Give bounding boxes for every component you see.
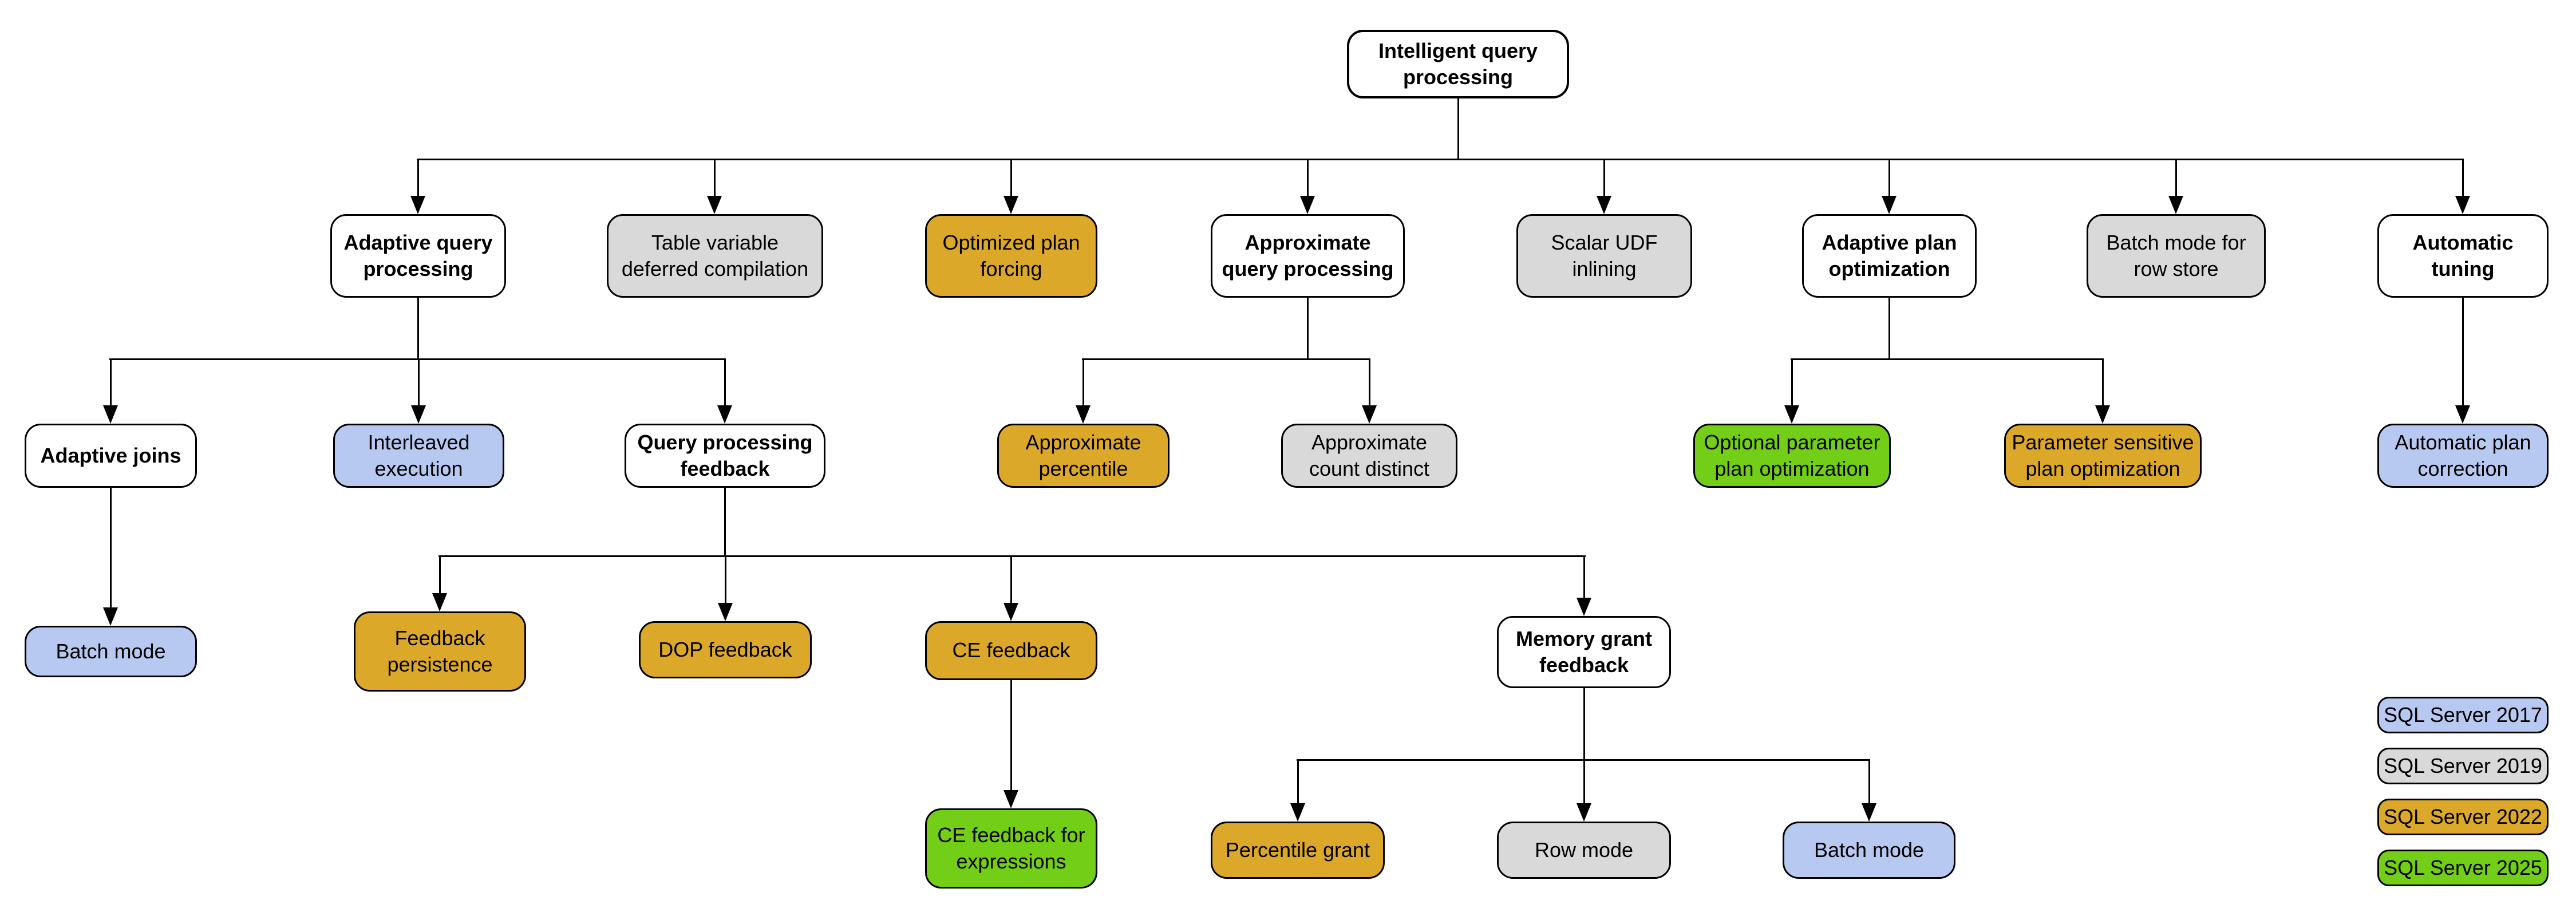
connector-drop-memory-grant-feedback [1583, 555, 1585, 598]
arrowhead-query-processing-feedback [717, 405, 732, 424]
arrowhead-approximate-count-distinct [1362, 405, 1377, 424]
node-intelligent-query-processing: Intelligent query processing [1347, 30, 1569, 98]
node-table-variable-deferred-compilation: Table variable deferred compilation [607, 214, 823, 298]
connector-stub-query-processing-feedback [724, 488, 726, 557]
arrowhead-adaptive-joins [103, 405, 118, 424]
node-adaptive-query-processing: Adaptive query processing [330, 214, 506, 298]
node-optional-parameter-plan-optimization: Optional parameter plan optimization [1693, 424, 1891, 488]
arrowhead-table-variable-deferred-compilation [707, 196, 722, 214]
node-approximate-query-processing: Approximate query processing [1211, 214, 1405, 298]
arrowhead-row-mode [1577, 803, 1591, 822]
arrowhead-ce-feedback [1003, 603, 1018, 621]
node-approximate-percentile: Approximate percentile [997, 424, 1170, 488]
arrowhead-scalar-udf-inlining [1597, 196, 1611, 214]
legend-sql-server-2022: SQL Server 2022 [2377, 799, 2549, 835]
node-feedback-persistence: Feedback persistence [354, 611, 526, 692]
connector-drop-automatic-tuning [2462, 159, 2464, 197]
node-row-mode: Row mode [1497, 822, 1671, 879]
arrowhead-batch-mode-adaptive-joins [103, 607, 118, 626]
legend-sql-server-2019: SQL Server 2019 [2377, 748, 2549, 784]
connector-drop-row-mode [1583, 759, 1585, 803]
connector-stub-adaptive-plan-optimization [1888, 298, 1890, 360]
arrowhead-batch-mode-memory-grant [1862, 803, 1876, 822]
node-parameter-sensitive-plan-optimization: Parameter sensitive plan optimization [2004, 424, 2202, 488]
node-approximate-count-distinct: Approximate count distinct [1281, 424, 1457, 488]
node-ce-feedback-for-expressions: CE feedback for expressions [925, 808, 1097, 889]
arrowhead-parameter-sensitive-plan-optimization [2095, 405, 2110, 424]
node-adaptive-plan-optimization: Adaptive plan optimization [1802, 214, 1977, 298]
connector-drop-optional-parameter-plan-optimization [1791, 358, 1793, 405]
arrowhead-percentile-grant [1290, 803, 1305, 822]
connector-drop-batch-mode-adaptive-joins [110, 488, 112, 607]
connector-drop-interleaved-execution [418, 358, 420, 405]
arrowhead-automatic-plan-correction [2455, 405, 2470, 424]
legend-sql-server-2025: SQL Server 2025 [2377, 850, 2549, 886]
node-batch-mode-memory-grant: Batch mode [1783, 822, 1955, 879]
connector-drop-approximate-percentile [1082, 358, 1084, 405]
legend-sql-server-2017: SQL Server 2017 [2377, 697, 2549, 733]
node-batch-mode-adaptive-joins: Batch mode [25, 626, 197, 677]
connector-rail-query-processing-feedback [438, 555, 1586, 557]
connector-rail-approximate-query-processing [1082, 358, 1370, 360]
connector-rail-adaptive-plan-optimization [1791, 358, 2104, 360]
connector-drop-query-processing-feedback [724, 358, 726, 405]
connector-drop-adaptive-joins [110, 358, 112, 405]
connector-rail-root [417, 159, 2464, 160]
connector-rail-adaptive-query-processing [109, 358, 725, 360]
node-optimized-plan-forcing: Optimized plan forcing [925, 214, 1097, 298]
arrowhead-approximate-query-processing [1300, 196, 1315, 214]
node-memory-grant-feedback: Memory grant feedback [1497, 616, 1671, 688]
connector-drop-ce-feedback-for-expressions [1010, 680, 1012, 790]
node-automatic-plan-correction: Automatic plan correction [2377, 424, 2549, 488]
connector-drop-adaptive-query-processing [417, 159, 419, 197]
node-query-processing-feedback: Query processing feedback [625, 424, 825, 488]
connector-drop-parameter-sensitive-plan-optimization [2102, 358, 2104, 405]
node-adaptive-joins: Adaptive joins [25, 424, 197, 488]
connector-drop-batch-mode-memory-grant [1868, 759, 1870, 803]
arrowhead-memory-grant-feedback [1577, 598, 1591, 616]
node-dop-feedback: DOP feedback [639, 621, 812, 678]
connector-drop-percentile-grant [1297, 759, 1299, 803]
connector-drop-dop-feedback [725, 555, 726, 603]
node-interleaved-execution: Interleaved execution [333, 424, 504, 488]
connector-drop-approximate-count-distinct [1369, 358, 1370, 405]
arrowhead-interleaved-execution [411, 405, 426, 424]
node-scalar-udf-inlining: Scalar UDF inlining [1516, 214, 1692, 298]
arrowhead-adaptive-query-processing [410, 196, 425, 214]
arrowhead-automatic-tuning [2455, 196, 2470, 214]
connector-drop-automatic-plan-correction [2462, 298, 2464, 405]
arrowhead-approximate-percentile [1076, 405, 1091, 424]
arrowhead-feedback-persistence [432, 593, 447, 611]
connector-drop-ce-feedback [1010, 555, 1012, 603]
connector-drop-feedback-persistence [439, 555, 441, 593]
node-ce-feedback: CE feedback [925, 621, 1097, 680]
arrowhead-ce-feedback-for-expressions [1003, 790, 1018, 808]
connector-drop-optimized-plan-forcing [1010, 159, 1012, 197]
arrowhead-optimized-plan-forcing [1003, 196, 1018, 214]
arrowhead-dop-feedback [718, 603, 733, 621]
connector-stub-root [1457, 98, 1459, 160]
connector-drop-table-variable-deferred-compilation [714, 159, 716, 197]
arrowhead-optional-parameter-plan-optimization [1784, 405, 1799, 424]
arrowhead-batch-mode-for-row-store [2168, 196, 2183, 214]
connector-stub-approximate-query-processing [1307, 298, 1309, 360]
connector-drop-batch-mode-for-row-store [2175, 159, 2177, 197]
connector-stub-memory-grant-feedback [1583, 688, 1585, 761]
connector-drop-adaptive-plan-optimization [1888, 159, 1890, 197]
arrowhead-adaptive-plan-optimization [1882, 196, 1897, 214]
connector-drop-scalar-udf-inlining [1603, 159, 1605, 197]
node-batch-mode-for-row-store: Batch mode for row store [2087, 214, 2266, 298]
node-percentile-grant: Percentile grant [1211, 822, 1385, 879]
connector-drop-approximate-query-processing [1307, 159, 1309, 197]
node-automatic-tuning: Automatic tuning [2377, 214, 2549, 298]
connector-stub-adaptive-query-processing [417, 298, 419, 360]
